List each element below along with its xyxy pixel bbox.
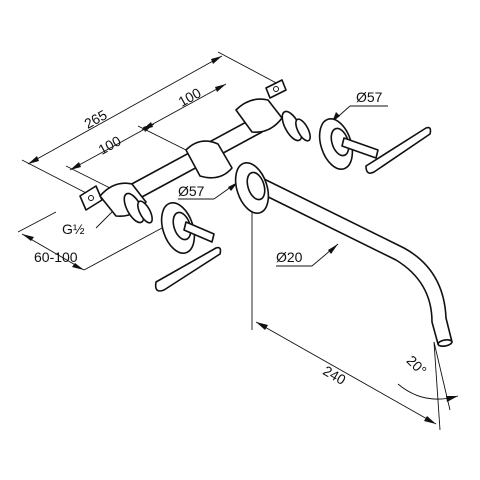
spout-body xyxy=(185,140,233,179)
handle-stem-right xyxy=(341,137,379,159)
dim-line-240 xyxy=(255,321,437,425)
mounting-plate-left xyxy=(79,185,103,211)
ext-line-60-100-left xyxy=(17,211,57,233)
handle-lever-right xyxy=(365,126,432,174)
label-265: 265 xyxy=(81,106,109,131)
mounting-hole-right xyxy=(273,86,279,92)
dim-line-265 xyxy=(27,55,223,165)
label-d57-center: Ø57 xyxy=(178,183,205,199)
label-d20: Ø20 xyxy=(276,249,303,265)
label-thread: G½ xyxy=(62,221,85,237)
ext-line-240-spout xyxy=(433,341,441,431)
label-angle: 20° xyxy=(404,352,430,378)
dim-line-100-top xyxy=(141,83,227,131)
valve-ring-right xyxy=(295,118,311,142)
arrow-60-100-left xyxy=(22,234,34,241)
mounting-plate-right xyxy=(265,79,287,99)
ext-line-265-right xyxy=(217,51,283,87)
label-240: 240 xyxy=(320,362,348,388)
arrow-100-left-right xyxy=(143,124,154,132)
arrow-265-right xyxy=(211,56,222,64)
label-60-100: 60-100 xyxy=(34,249,78,265)
spout-outlet xyxy=(437,339,453,347)
handle-stem-left xyxy=(183,221,215,243)
dim-line-100-left xyxy=(69,123,155,171)
mounting-hole-left xyxy=(88,195,94,201)
arrow-60-100-right xyxy=(72,263,84,270)
ext-line-60-100-right xyxy=(83,227,163,271)
dim-line-60-100 xyxy=(21,233,85,271)
arrow-240-left xyxy=(256,322,268,330)
rosette-center-inner xyxy=(246,171,266,201)
faucet-assembly xyxy=(79,79,453,347)
ext-line-265-left xyxy=(21,159,93,197)
arrow-angle xyxy=(446,396,458,402)
arrow-100-top-right xyxy=(215,84,226,92)
arrow-265-left xyxy=(28,156,39,164)
arrow-100-left-left xyxy=(70,162,81,170)
ext-line-100-left xyxy=(65,165,111,189)
handle-lever-left xyxy=(154,246,222,292)
label-d57-right: Ø57 xyxy=(356,89,383,105)
arrow-240-right xyxy=(424,416,436,424)
valve-ring-left xyxy=(137,200,153,224)
leader-thread xyxy=(95,211,113,229)
arrow-d20 xyxy=(328,244,338,254)
label-100-top: 100 xyxy=(175,84,203,109)
